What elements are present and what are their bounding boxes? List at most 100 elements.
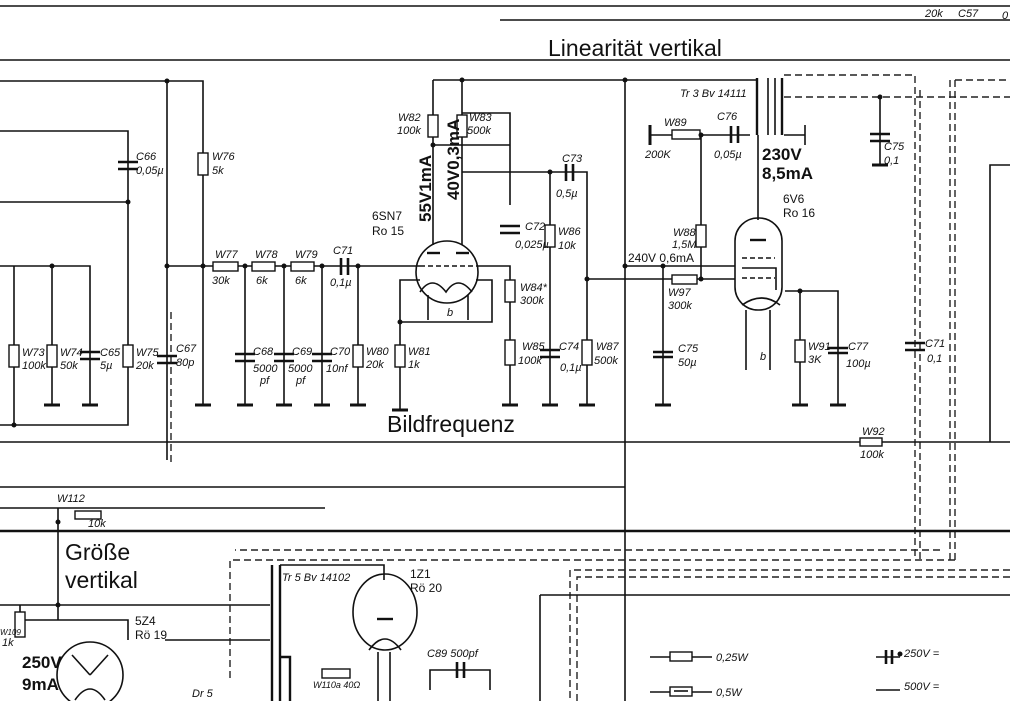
- label-w76-value: 5k: [212, 165, 224, 177]
- label-w110a: W110a 40Ω: [313, 680, 360, 690]
- label-c69-unit: pf: [295, 375, 306, 387]
- label-c71b-value: 0,1: [927, 353, 942, 365]
- label-w75: W75: [136, 347, 160, 359]
- label-w82: W82: [398, 112, 421, 124]
- label-w77: W77: [215, 249, 239, 261]
- label-c65: C65: [100, 347, 121, 359]
- label-w84-value: 300k: [520, 295, 544, 307]
- label-240v-06ma: 240V 0,6mA: [628, 251, 694, 265]
- tube-5z4: [56, 641, 124, 701]
- label-c72-value: 0,025µ: [515, 239, 549, 251]
- tube-1z1: [352, 573, 418, 651]
- title-groesse: Größe: [65, 539, 130, 565]
- capacitors: [80, 126, 925, 678]
- label-9ma: 9mA: [22, 675, 59, 694]
- label-w73-value: 100k: [22, 360, 46, 372]
- label-w74-value: 50k: [60, 360, 78, 372]
- ground-symbols: [44, 125, 888, 412]
- label-c68-unit: pf: [259, 375, 270, 387]
- label-c71-value: 0,1µ: [330, 277, 352, 289]
- label-6sn7: 6SN7: [372, 209, 402, 223]
- label-c68-value: 5000: [253, 363, 278, 375]
- label-w80-value: 20k: [365, 359, 384, 371]
- label-c73: C73: [562, 153, 583, 165]
- label-c70: C70: [330, 346, 351, 358]
- title-bildfrequenz: Bildfrequenz: [387, 411, 515, 437]
- label-8-5ma: 8,5mA: [762, 164, 813, 183]
- label-w78-value: 6k: [256, 275, 268, 287]
- legend-05w: 0,5W: [716, 687, 743, 699]
- label-c71: C71: [333, 245, 353, 257]
- legend-250v: 250V =: [903, 648, 940, 660]
- label-c70-value: 10nf: [326, 363, 348, 375]
- label-c75: C75: [678, 343, 699, 355]
- label-w86: W86: [558, 226, 582, 238]
- label-c76-value: 0,05µ: [714, 149, 742, 161]
- label-1z1: 1Z1: [410, 567, 431, 581]
- tube-6v6: [734, 217, 783, 370]
- tube-6sn7: [415, 240, 479, 320]
- label-c73-value: 0,5µ: [556, 188, 578, 200]
- label-w87: W87: [596, 341, 620, 353]
- legend: 0,25W 0,5W 250V = 500V =: [650, 648, 940, 699]
- label-c76: C76: [717, 111, 738, 123]
- label-c72: C72: [525, 221, 545, 233]
- label-w80: W80: [366, 346, 390, 358]
- label-6v6: 6V6: [783, 192, 805, 206]
- label-w91-value: 3K: [808, 354, 822, 366]
- legend-500v: 500V =: [904, 681, 940, 693]
- label-c75-value: 50µ: [678, 357, 697, 369]
- label-w77-value: 30k: [212, 275, 230, 287]
- label-w79-value: 6k: [295, 275, 307, 287]
- label-w75-value: 20k: [135, 360, 154, 372]
- top-right-r: 20k: [924, 8, 943, 20]
- label-c74: C74: [559, 341, 579, 353]
- label-c69-value: 5000: [288, 363, 313, 375]
- label-w92: W92: [862, 426, 885, 438]
- label-c75b-value: 0,1: [884, 155, 899, 167]
- junctions: [11, 77, 883, 608]
- label-ro16: Ro 16: [783, 206, 815, 220]
- label-w109: W109: [0, 628, 21, 637]
- label-w85: W85: [522, 341, 546, 353]
- label-w84: W84*: [520, 282, 548, 294]
- label-dr5: Dr 5: [192, 688, 214, 700]
- label-w83: W83: [469, 112, 493, 124]
- label-w82-value: 100k: [397, 125, 421, 137]
- label-230v: 230V: [762, 145, 802, 164]
- label-ro20: Rö 20: [410, 581, 442, 595]
- label-w81-value: 1k: [408, 359, 420, 371]
- label-w112-value: 10k: [88, 518, 106, 530]
- resistors: [8, 114, 883, 679]
- label-w97-value: 300k: [668, 300, 692, 312]
- label-w79: W79: [295, 249, 318, 261]
- legend-025w: 0,25W: [716, 652, 749, 664]
- label-w87-value: 500k: [594, 355, 618, 367]
- label-w109-value: 1k: [2, 637, 14, 649]
- label-ro15: Ro 15: [372, 224, 404, 238]
- label-c66: C66: [136, 151, 157, 163]
- label-w112: W112: [57, 493, 85, 505]
- label-w73: W73: [22, 347, 46, 359]
- label-c77: C77: [848, 341, 869, 353]
- label-w85-value: 100k: [518, 355, 542, 367]
- label-c68: C68: [253, 346, 274, 358]
- label-w97: W97: [668, 287, 692, 299]
- label-c89: C89 500pf: [427, 648, 479, 660]
- label-c67: C67: [176, 343, 197, 355]
- label-w86-value: 10k: [558, 240, 576, 252]
- label-c65-value: 5µ: [100, 360, 112, 372]
- label-c69: C69: [292, 346, 312, 358]
- label-w89-value: 200K: [644, 149, 671, 161]
- label-w76: W76: [212, 151, 236, 163]
- label-c77-value: 100µ: [846, 358, 871, 370]
- label-c74-value: 0,1µ: [560, 362, 582, 374]
- label-w81: W81: [408, 346, 431, 358]
- label-w83-value: 500k: [467, 125, 491, 137]
- label-b-1: b: [447, 307, 453, 319]
- label-c66-value: 0,05µ: [136, 165, 164, 177]
- label-w74: W74: [60, 347, 83, 359]
- label-tr3: Tr 3 Bv 14111: [680, 88, 747, 100]
- label-c75b: C75: [884, 141, 905, 153]
